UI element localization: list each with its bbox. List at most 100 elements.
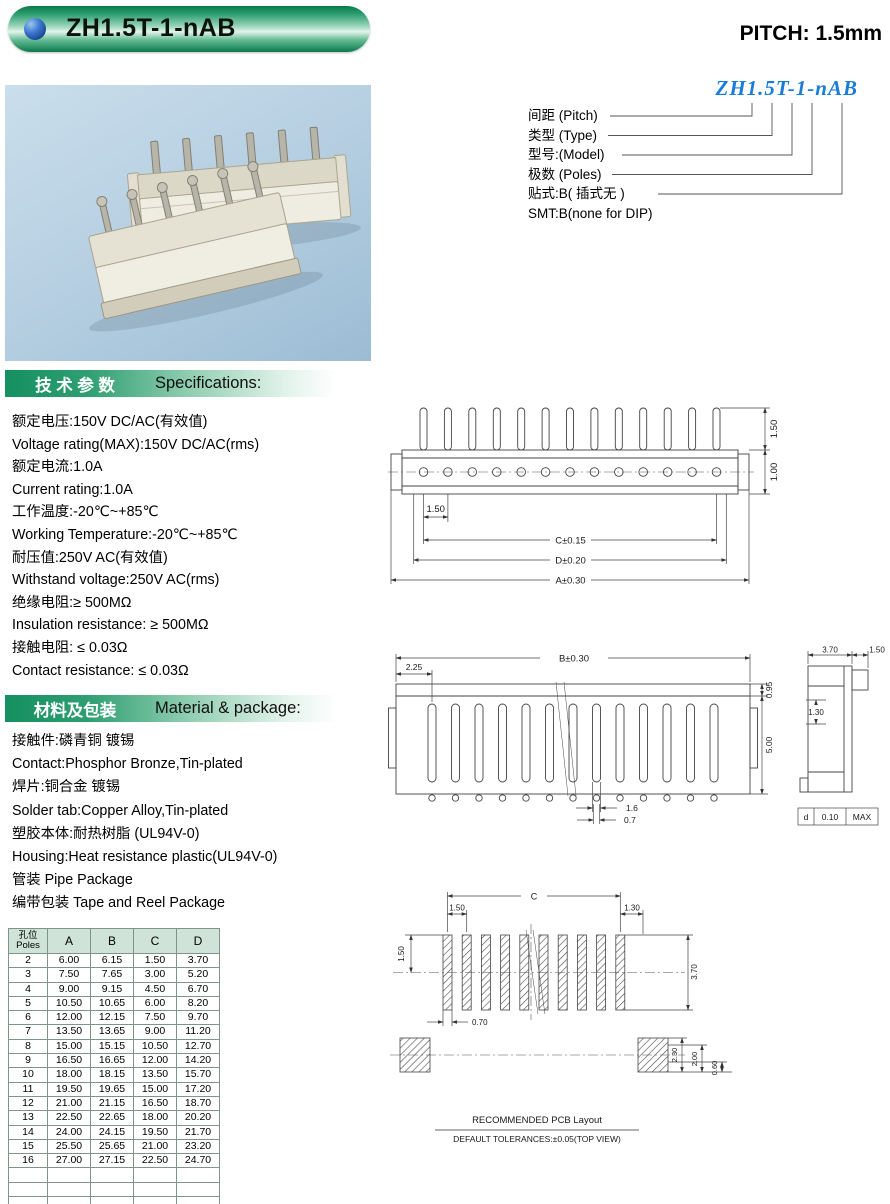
poles-table-cell	[176, 1181, 220, 1198]
material-item: Solder tab:Copper Alloy,Tin-plated	[12, 802, 229, 819]
poles-table-cell: 6.00	[133, 995, 177, 1012]
poles-table-cell: 9.15	[90, 981, 134, 997]
material-item: 塑胶本体:耐热树脂 (UL94V-0)	[12, 825, 200, 842]
poles-table-cell: 17.20	[176, 1081, 220, 1097]
poles-table-cell: 12.00	[133, 1053, 177, 1069]
header-banner: ZH1.5T-1-nAB	[8, 6, 370, 52]
poles-table-cell: 5.20	[176, 967, 220, 983]
materials-heading-cn: 材料及包装	[33, 701, 117, 720]
poles-table-cell: 14	[8, 1124, 48, 1140]
poles-table-cell	[133, 1181, 177, 1198]
poles-table-cell: 16.50	[133, 1095, 177, 1112]
spec-item: 接触电阻: ≤ 0.03Ω	[12, 639, 128, 656]
pcb-caption-tolerance: DEFAULT TOLERANCES:±0.05(TOP VIEW)	[453, 1134, 621, 1144]
side-view-profile	[799, 665, 869, 793]
front-view-dim-lines	[390, 407, 770, 584]
product-photo	[5, 85, 371, 361]
pcb-dim-end-label: 1.30	[624, 904, 640, 913]
poles-header-en: Poles	[16, 940, 40, 951]
poles-table-cell: 19.50	[133, 1124, 177, 1140]
pcb-dim-lines	[405, 892, 732, 1131]
poles-table-cell: 19.65	[90, 1081, 134, 1097]
spec-item: 耐压值:250V AC(有效值)	[12, 549, 168, 566]
part-code-label: SMT:B(none for DIP)	[528, 205, 653, 221]
side-150-label: 1.50	[869, 646, 885, 655]
poles-table-empty-row	[8, 1181, 220, 1198]
poles-table-cell: 11.20	[176, 1024, 220, 1040]
specifications-heading-en: Specifications:	[155, 374, 262, 392]
spec-item: 额定电压:150V DC/AC(有效值)	[12, 414, 208, 430]
poles-table-cell: 2	[8, 952, 48, 969]
poles-table-cell: 7	[8, 1024, 48, 1040]
spec-item: Current rating:1.0A	[12, 481, 133, 498]
poles-table-cell: 15.00	[47, 1038, 91, 1055]
top-view-dim-lines	[395, 654, 768, 824]
poles-table-cell: 23.20	[176, 1138, 220, 1155]
part-code-label: 间距 (Pitch)	[528, 108, 598, 123]
spec-list: 额定电压:150V DC/AC(有效值)Voltage rating(MAX):…	[12, 411, 259, 682]
poles-table-cell: 12.15	[90, 1010, 134, 1026]
material-item: 编带包装 Tape and Reel Package	[12, 895, 225, 912]
poles-table-cell: 5	[8, 995, 48, 1012]
poles-table-cell	[90, 1181, 134, 1198]
poles-table-cell: 16.65	[90, 1053, 134, 1069]
poles-table-cell: 22.65	[90, 1110, 134, 1126]
poles-table-cell: 11	[8, 1081, 48, 1097]
poles-table-cell: 10.65	[90, 995, 134, 1012]
col-header-a: A	[47, 928, 91, 954]
dim-height-bottom-label: 1.00	[769, 463, 780, 482]
part-code-title: ZH1.5T-1-nAB	[715, 76, 858, 100]
poles-table-cell: 6.15	[90, 952, 134, 969]
poles-table-empty-row	[8, 1167, 220, 1183]
materials-heading-en: Material & package:	[155, 699, 301, 717]
part-code-labels: 间距 (Pitch)类型 (Type)型号:(Model)极数 (Poles)贴…	[528, 106, 653, 223]
poles-table-cell: 16	[8, 1153, 48, 1169]
part-code-label: 贴式:B( 插式无 )	[528, 186, 625, 201]
poles-table-cell: 20.20	[176, 1110, 220, 1126]
dim-07-label: 0.7	[624, 815, 636, 825]
material-item: Contact:Phosphor Bronze,Tin-plated	[12, 756, 243, 773]
pcb-break-lines	[525, 929, 546, 1015]
poles-table-cell: 27.15	[90, 1153, 134, 1169]
poles-table-cell: 12	[8, 1095, 48, 1112]
poles-table-cell: 25.50	[47, 1138, 91, 1155]
poles-table-cell	[133, 1167, 177, 1183]
poles-table-cell	[8, 1196, 48, 1204]
poles-table-empty-row	[8, 1196, 220, 1204]
poles-table-cell: 21.00	[133, 1138, 177, 1155]
pitch-label: PITCH: 1.5mm	[739, 22, 882, 45]
poles-table-cell: 21.70	[176, 1124, 220, 1140]
poles-table-cell: 6	[8, 1010, 48, 1026]
pcb-pitch-label: 1.50	[449, 904, 465, 913]
part-number-title: ZH1.5T-1-nAB	[66, 14, 236, 42]
poles-table-cell	[90, 1167, 134, 1183]
spec-item: Contact resistance: ≤ 0.03Ω	[12, 662, 189, 679]
poles-header-cn: 孔位	[18, 930, 38, 941]
material-item: 焊片:铜合金 镀锡	[12, 779, 121, 796]
pcb-pad-height-label: 1.50	[397, 946, 406, 962]
poles-table-cell: 13.65	[90, 1024, 134, 1040]
poles-table-cell	[8, 1167, 48, 1183]
poles-table-cell: 24.00	[47, 1124, 91, 1140]
poles-table-cell: 21.00	[47, 1095, 91, 1112]
drawing-front-view: 1.50 C±0.15 D±0.20 A±0.30 1.50 1.00	[388, 407, 780, 587]
pcb-060-label: 0.60	[710, 1061, 719, 1076]
poles-table-cell: 13.50	[47, 1024, 91, 1040]
poles-table-cell: 25.65	[90, 1138, 134, 1155]
spec-item: 额定电流:1.0A	[12, 459, 103, 476]
poles-table-cell: 3.70	[176, 952, 220, 969]
col-header-c: C	[133, 928, 177, 954]
spec-item: 绝缘电阻:≥ 500MΩ	[12, 594, 132, 611]
poles-table-cell: 6.70	[176, 981, 220, 997]
connector-angled-view	[88, 161, 324, 332]
drawing-top-view: B±0.30 2.25 0.95 5.00 1.6 0.7 3.70 1.50 …	[388, 646, 885, 826]
poles-table-cell: 12.70	[176, 1038, 220, 1055]
